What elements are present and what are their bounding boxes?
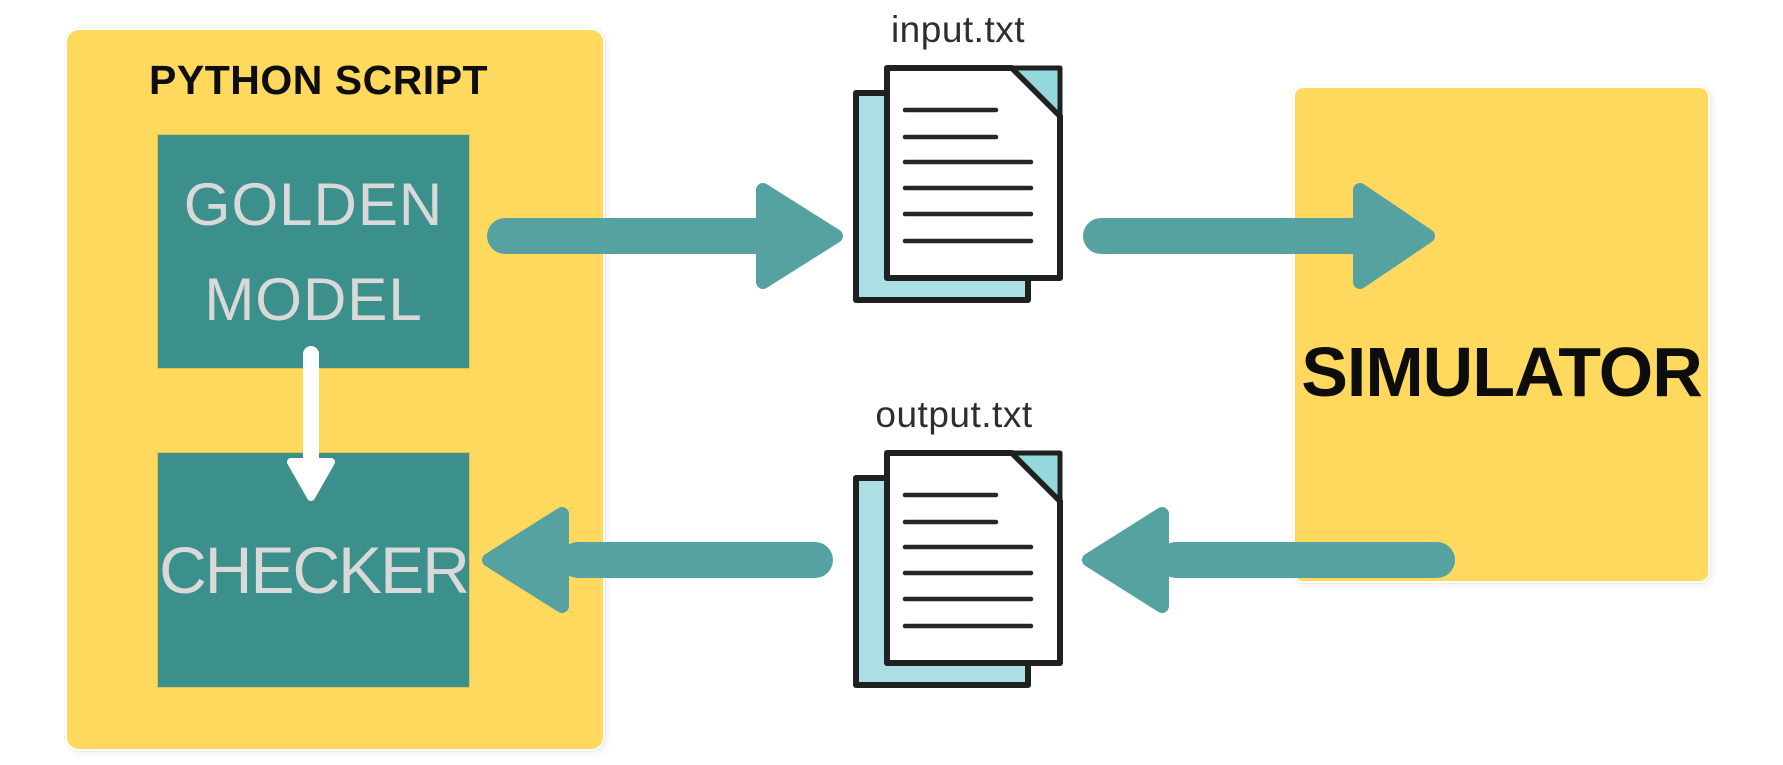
output-file-label: output.txt [875,394,1033,435]
golden-model-label-line1: GOLDEN [183,170,444,238]
python-script-title: PYTHON SCRIPT [149,57,489,103]
checker-label: CHECKER [159,533,470,607]
checker-box: CHECKER [158,453,470,687]
simulator-title: SIMULATOR [1301,333,1703,411]
input-file-label: input.txt [890,9,1026,50]
simulator-box: SIMULATOR [1293,86,1710,583]
golden-model-label-line2: MODEL [204,265,423,333]
input-document-icon [853,65,1063,303]
output-document-icon [853,450,1063,688]
golden-model-box: GOLDEN MODEL [158,135,469,368]
